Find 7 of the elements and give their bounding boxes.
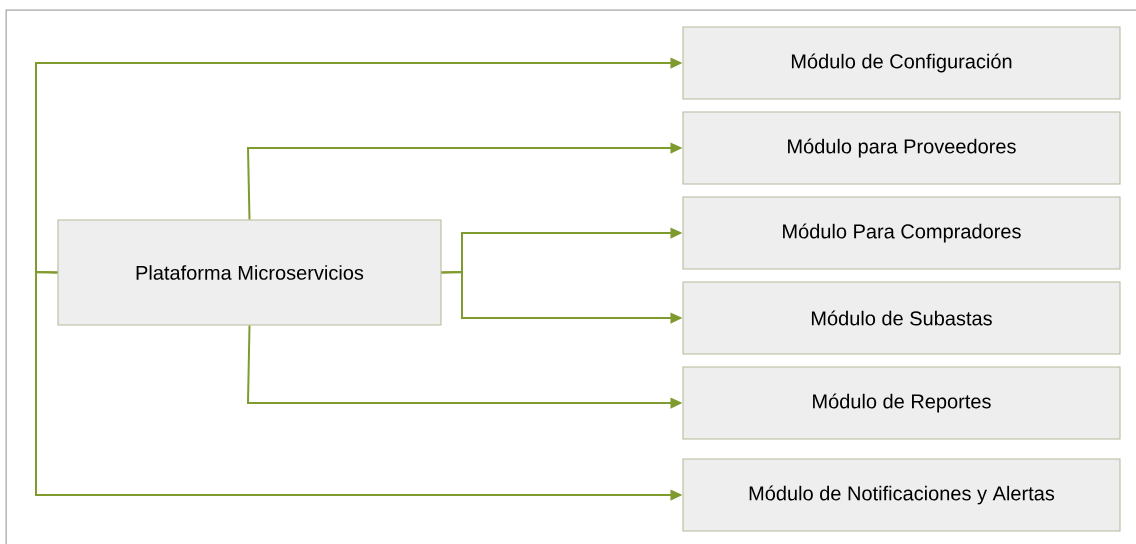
- module-box: Módulo Para Compradores: [682, 196, 1121, 270]
- platform-box: Plataforma Microservicios: [57, 219, 442, 326]
- module-box: Módulo de Reportes: [682, 366, 1121, 440]
- module-box: Módulo de Notificaciones y Alertas: [682, 458, 1121, 532]
- module-box: Módulo de Configuración: [682, 26, 1121, 100]
- module-box: Módulo de Subastas: [682, 281, 1121, 355]
- module-box: Módulo para Proveedores: [682, 111, 1121, 185]
